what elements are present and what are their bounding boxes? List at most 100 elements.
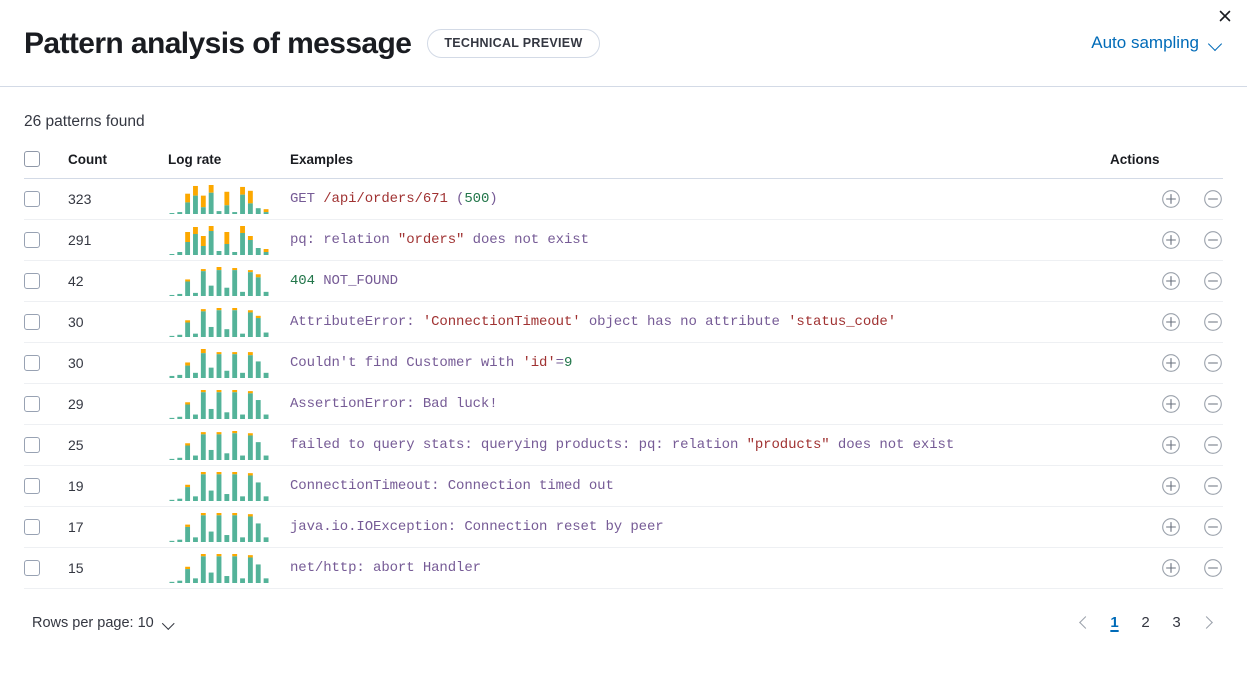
row-example: net/http: abort Handler	[290, 547, 1110, 589]
th-examples[interactable]: Examples	[290, 151, 1110, 179]
exclude-pattern-button[interactable]	[1203, 230, 1223, 250]
row-log-rate	[168, 260, 290, 302]
row-count: 42	[68, 260, 168, 302]
exclude-pattern-button[interactable]	[1203, 312, 1223, 332]
row-checkbox[interactable]	[24, 191, 40, 207]
pagination-page-2[interactable]: 2	[1130, 607, 1161, 638]
example-token: does not exist	[464, 232, 589, 248]
row-example: pq: relation "orders" does not exist	[290, 219, 1110, 261]
row-count: 29	[68, 383, 168, 425]
row-checkbox[interactable]	[24, 560, 40, 576]
row-count: 19	[68, 465, 168, 507]
include-pattern-button[interactable]	[1161, 312, 1181, 332]
circle-plus-icon	[1161, 395, 1181, 417]
log-rate-sparkline	[168, 266, 290, 296]
row-checkbox[interactable]	[24, 437, 40, 453]
row-log-rate	[168, 424, 290, 466]
exclude-pattern-button[interactable]	[1203, 476, 1223, 496]
exclude-pattern-button[interactable]	[1203, 189, 1223, 209]
example-token: 'ConnectionTimeout'	[422, 314, 581, 330]
auto-sampling-button[interactable]: Auto sampling	[1091, 33, 1223, 53]
include-pattern-button[interactable]	[1161, 435, 1181, 455]
chevron-down-icon	[163, 619, 175, 627]
circle-plus-icon	[1161, 436, 1181, 458]
circle-plus-icon	[1161, 354, 1181, 376]
row-select-cell	[24, 260, 68, 302]
th-count[interactable]: Count	[68, 151, 168, 179]
include-pattern-button[interactable]	[1161, 394, 1181, 414]
chevron-left-icon	[1078, 616, 1092, 629]
exclude-pattern-button[interactable]	[1203, 271, 1223, 291]
row-log-rate	[168, 465, 290, 507]
exclude-pattern-button[interactable]	[1203, 394, 1223, 414]
include-pattern-button[interactable]	[1161, 271, 1181, 291]
exclude-pattern-button[interactable]	[1203, 517, 1223, 537]
circle-plus-icon	[1161, 559, 1181, 581]
pagination-page-1[interactable]: 1	[1099, 607, 1130, 638]
include-pattern-button[interactable]	[1161, 189, 1181, 209]
include-pattern-button[interactable]	[1161, 476, 1181, 496]
row-checkbox[interactable]	[24, 478, 40, 494]
pagination-prev-button[interactable]	[1068, 607, 1099, 638]
log-rate-sparkline	[168, 225, 290, 255]
example-token: ConnectionTimeout: Connection timed out	[290, 478, 614, 494]
circle-minus-icon	[1203, 559, 1223, 581]
table-row: 19 ConnectionTimeout: Connection timed ou…	[24, 465, 1223, 507]
row-actions	[1110, 301, 1223, 343]
example-token: java.io.IOException: Connection reset by…	[290, 519, 664, 535]
row-checkbox[interactable]	[24, 273, 40, 289]
table-header: Count Log rate Examples Actions	[24, 151, 1223, 179]
log-rate-sparkline	[168, 430, 290, 460]
row-count: 30	[68, 301, 168, 343]
rows-per-page-button[interactable]: Rows per page: 10	[32, 615, 175, 631]
header-right-group: Auto sampling	[1091, 33, 1223, 53]
row-checkbox[interactable]	[24, 314, 40, 330]
exclude-pattern-button[interactable]	[1203, 353, 1223, 373]
log-rate-sparkline	[168, 471, 290, 501]
th-select-all	[24, 151, 68, 179]
pagination-page-3[interactable]: 3	[1161, 607, 1192, 638]
include-pattern-button[interactable]	[1161, 558, 1181, 578]
include-pattern-button[interactable]	[1161, 517, 1181, 537]
row-actions	[1110, 547, 1223, 589]
row-select-cell	[24, 383, 68, 425]
row-actions	[1110, 424, 1223, 466]
log-rate-sparkline	[168, 512, 290, 542]
row-example: AssertionError: Bad luck!	[290, 383, 1110, 425]
select-all-checkbox[interactable]	[24, 151, 40, 167]
example-token: AssertionError: Bad luck!	[290, 396, 498, 412]
th-log-rate[interactable]: Log rate	[168, 151, 290, 179]
exclude-pattern-button[interactable]	[1203, 435, 1223, 455]
row-select-cell	[24, 219, 68, 261]
row-checkbox[interactable]	[24, 396, 40, 412]
include-pattern-button[interactable]	[1161, 353, 1181, 373]
table-row: 15 net/http: abort Handler	[24, 547, 1223, 589]
row-checkbox[interactable]	[24, 355, 40, 371]
row-count: 17	[68, 506, 168, 548]
row-select-cell	[24, 342, 68, 384]
header-left-group: Pattern analysis of message TECHNICAL PR…	[24, 27, 1091, 60]
example-token: (	[447, 191, 465, 207]
row-checkbox[interactable]	[24, 519, 40, 535]
example-token: NOT_FOUND	[314, 273, 398, 289]
circle-minus-icon	[1203, 395, 1223, 417]
close-button[interactable]	[1212, 3, 1238, 29]
row-select-cell	[24, 465, 68, 507]
circle-plus-icon	[1161, 518, 1181, 540]
example-token: pq: relation	[290, 232, 398, 248]
circle-minus-icon	[1203, 231, 1223, 253]
row-checkbox[interactable]	[24, 232, 40, 248]
pagination-next-button[interactable]	[1192, 607, 1223, 638]
exclude-pattern-button[interactable]	[1203, 558, 1223, 578]
row-count: 15	[68, 547, 168, 589]
include-pattern-button[interactable]	[1161, 230, 1181, 250]
row-select-cell	[24, 424, 68, 466]
example-token: does not exist	[829, 437, 955, 453]
row-actions	[1110, 506, 1223, 548]
example-token: /api/orders/671	[323, 191, 448, 207]
